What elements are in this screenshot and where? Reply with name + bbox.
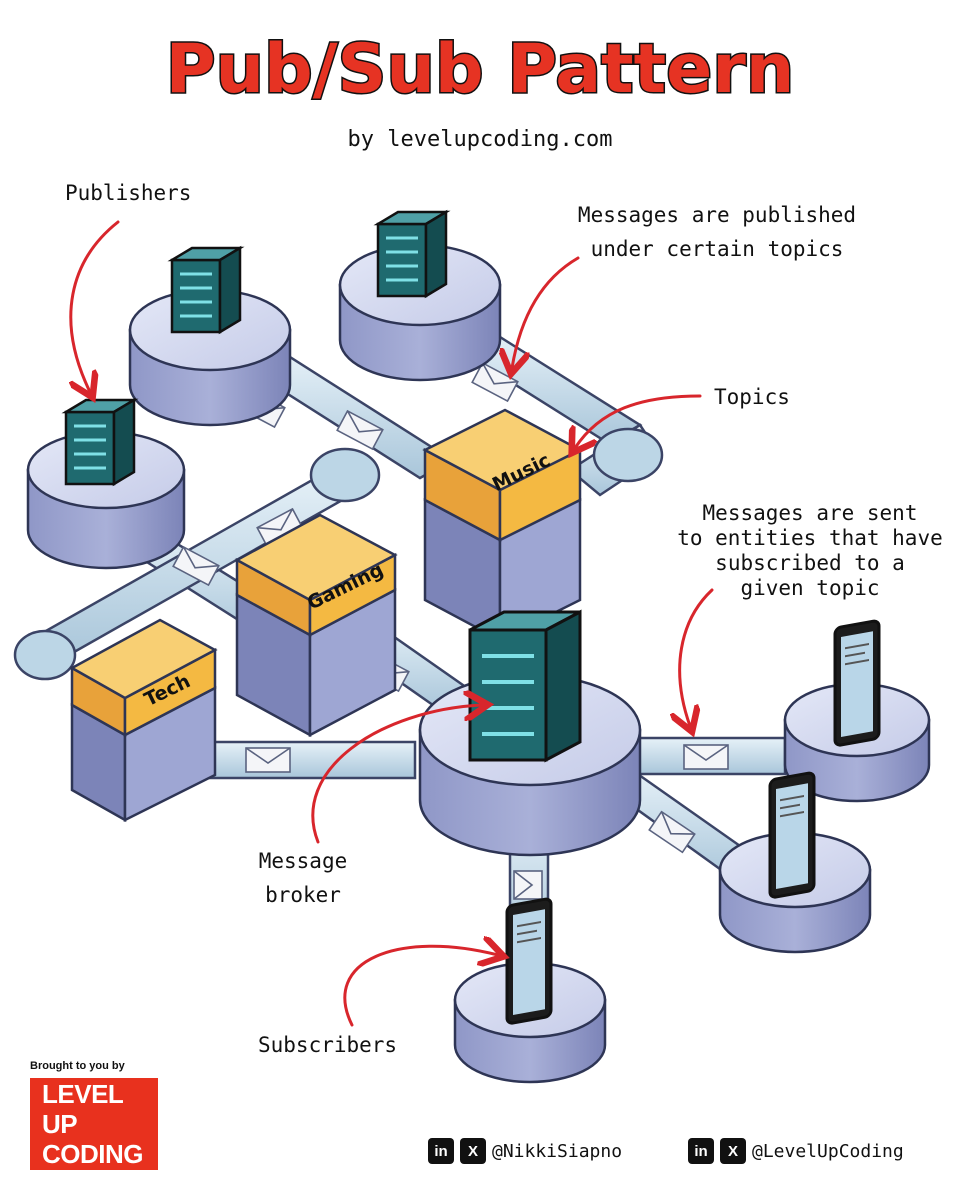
- subscriber-phone-icons: [505, 619, 881, 1025]
- arrow-sent: [680, 588, 714, 726]
- label-sent-line4: given topic: [740, 576, 879, 600]
- brand-handle-text: @LevelUpCoding: [752, 1140, 904, 1162]
- linkedin-icon[interactable]: in: [428, 1138, 454, 1164]
- x-icon[interactable]: X: [460, 1138, 486, 1164]
- topic-tech: [69, 618, 218, 823]
- annotation-arrows: [71, 220, 714, 1027]
- topic-gaming: [234, 513, 398, 738]
- label-sent-line3: subscribed to a: [715, 551, 905, 575]
- publisher-1: [128, 288, 292, 427]
- brought-to-you-label: Brought to you by: [30, 1060, 125, 1072]
- x-icon[interactable]: X: [720, 1138, 746, 1164]
- label-broker-line2: broker: [265, 883, 341, 907]
- logo-line1: LEVEL UP: [42, 1079, 123, 1139]
- diagram-subtitle: by levelupcoding.com: [348, 127, 613, 152]
- footer-brand: Brought to you by LEVEL UP CODING: [30, 1060, 158, 1170]
- linkedin-icon[interactable]: in: [688, 1138, 714, 1164]
- label-topics: Topics: [714, 385, 790, 409]
- author-handle-text: @NikkiSiapno: [492, 1140, 623, 1162]
- diagram-title: Pub/Sub Pattern: [166, 30, 794, 109]
- arrow-subscribers: [343, 946, 498, 1027]
- arrow-broker: [311, 705, 482, 844]
- level-up-coding-logo: LEVEL UP CODING: [30, 1078, 158, 1170]
- arrow-topics: [575, 394, 702, 448]
- arrow-published: [512, 256, 580, 368]
- author-handle[interactable]: in X @NikkiSiapno: [428, 1138, 622, 1164]
- label-sent-line1: Messages are sent: [703, 501, 918, 525]
- label-publishers: Publishers: [65, 181, 191, 205]
- label-published-line2: under certain topics: [591, 237, 844, 261]
- label-sent-line2: to entities that have: [677, 526, 943, 550]
- pipe-elbows: [13, 427, 664, 681]
- topic-music: [422, 408, 583, 643]
- label-broker-line1: Message: [259, 849, 348, 873]
- label-subscribers: Subscribers: [258, 1033, 397, 1057]
- publisher-server-icons: [61, 209, 451, 487]
- subscriber-3: [453, 961, 607, 1084]
- brand-handle[interactable]: in X @LevelUpCoding: [688, 1138, 904, 1164]
- label-published-line1: Messages are published: [578, 203, 856, 227]
- arrow-publishers: [71, 220, 120, 392]
- broker-server-icon: [468, 609, 582, 763]
- logo-line2: CODING: [42, 1139, 144, 1169]
